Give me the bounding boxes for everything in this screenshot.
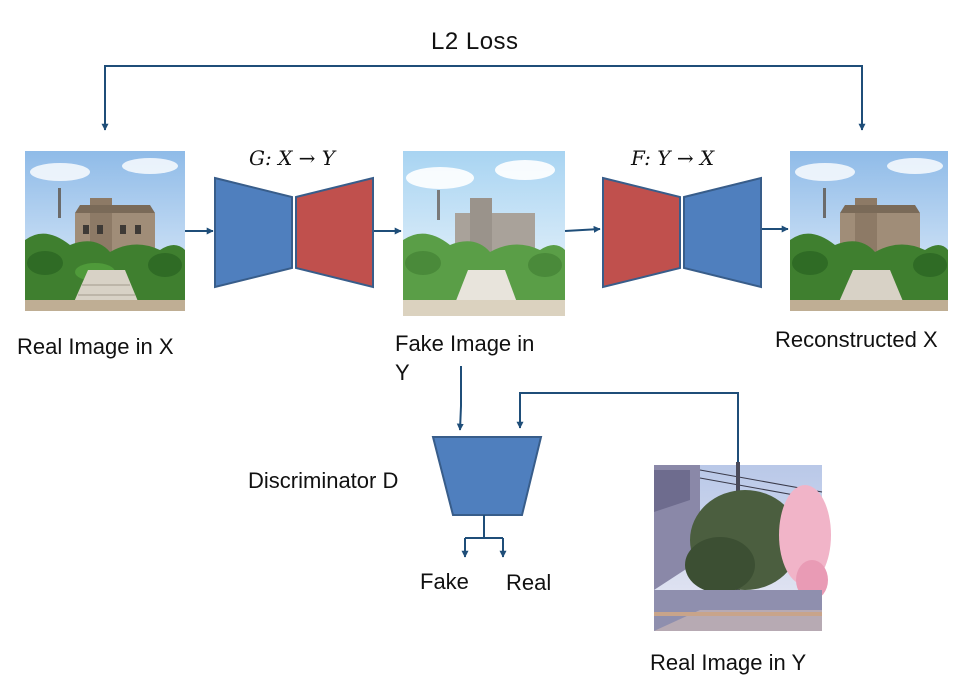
output-fake-label: Fake <box>420 569 469 594</box>
generator-f-label: F: Y → X <box>631 146 715 170</box>
real-image-x-label: Real Image in X <box>17 334 174 359</box>
generator-f-encoder <box>602 176 681 289</box>
reconstructed-x-label: Reconstructed X <box>775 327 938 352</box>
discriminator-outputs <box>461 515 507 558</box>
generator-g <box>214 176 374 289</box>
generator-f <box>602 176 762 289</box>
l2-loss-label: L2 Loss <box>431 28 519 55</box>
generator-f-decoder <box>683 176 762 289</box>
generator-g-label: G: X → Y <box>249 146 335 170</box>
discriminator-label: Discriminator D <box>248 468 399 493</box>
fake-image-y-label-line1: Fake Image in <box>395 331 535 356</box>
output-real-label: Real <box>506 570 552 595</box>
arrow-real-y-to-discriminator <box>516 392 739 462</box>
discriminator-d <box>431 436 543 516</box>
arrow-fake-y-to-discriminator <box>456 366 464 431</box>
real-image-y-label: Real Image in Y <box>650 650 807 675</box>
generator-g-encoder <box>214 176 293 289</box>
reconstructed-image-x <box>790 151 948 311</box>
l2-loss-connector <box>101 65 866 131</box>
real-image-y <box>654 462 831 631</box>
real-image-x <box>25 151 185 311</box>
arrow-fake-y-to-f <box>564 225 601 233</box>
generator-g-decoder <box>295 176 374 289</box>
fake-image-y <box>403 151 565 316</box>
fake-image-y-label-line2: Y <box>395 360 410 385</box>
